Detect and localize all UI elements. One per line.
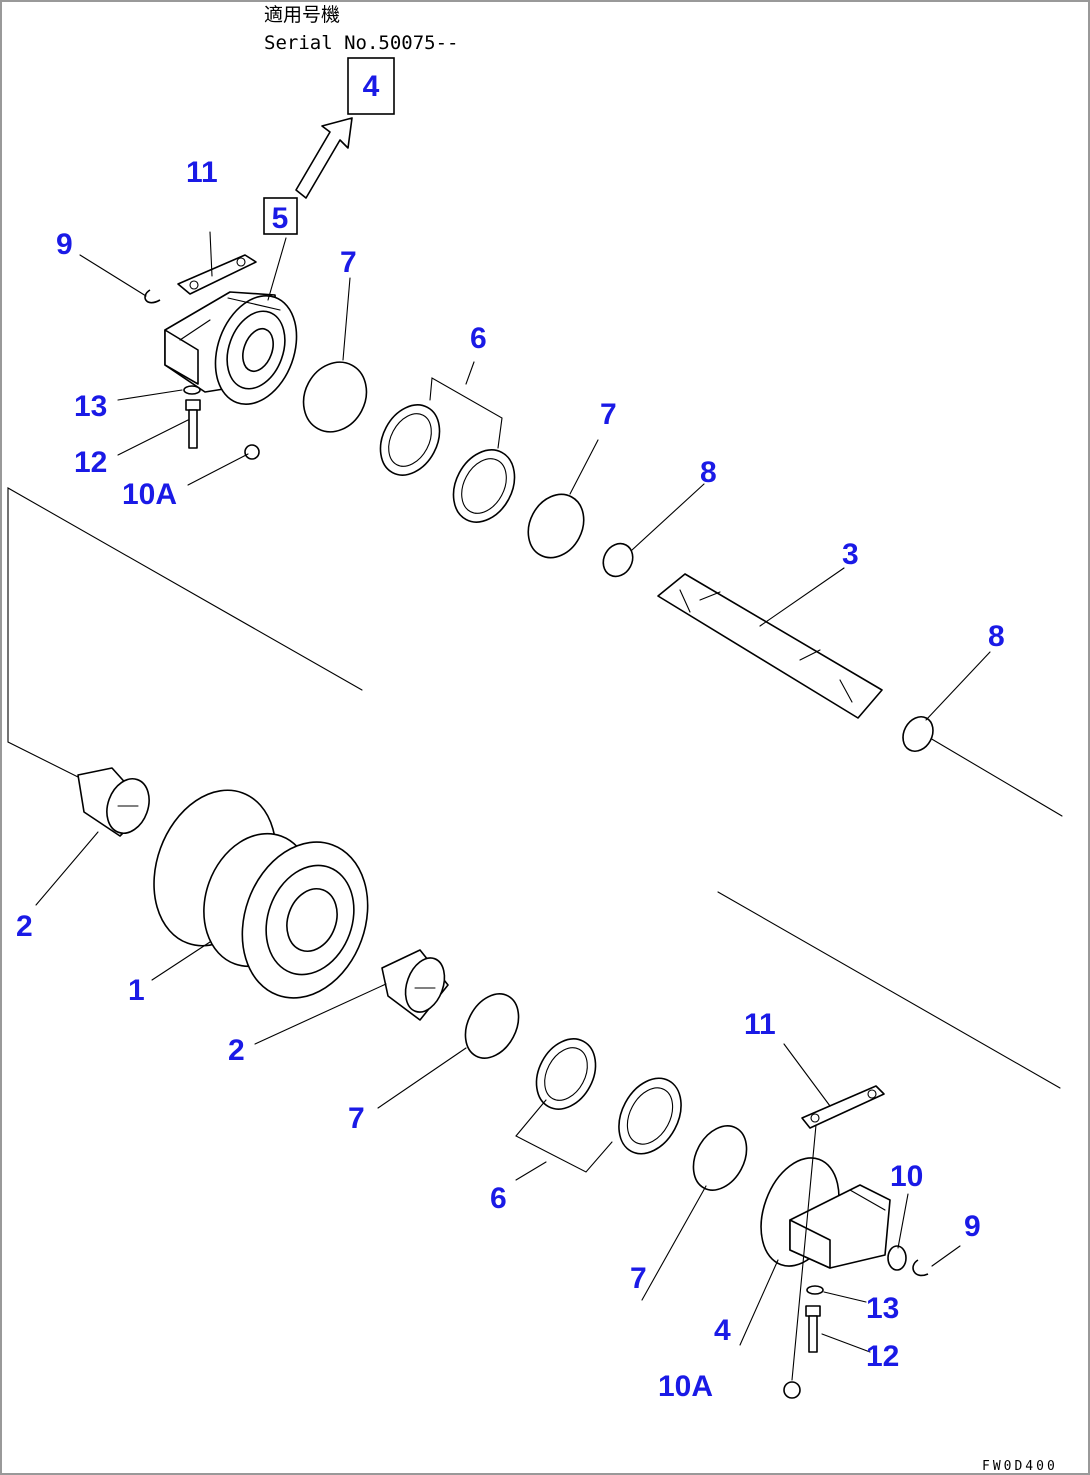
upper-collar[interactable] xyxy=(164,284,311,415)
callout-10a-upper[interactable]: 10A xyxy=(122,478,177,511)
lower-plug-10a[interactable] xyxy=(783,1381,801,1399)
callout-7-upper-a[interactable]: 7 xyxy=(340,246,357,279)
callout-13-upper[interactable]: 13 xyxy=(74,390,107,423)
lower-washer[interactable] xyxy=(806,1285,824,1295)
track-roller[interactable] xyxy=(133,773,389,1016)
callout-7-lower-b[interactable]: 7 xyxy=(630,1262,647,1295)
callout-9-upper[interactable]: 9 xyxy=(56,228,73,261)
lower-collar[interactable] xyxy=(747,1147,891,1277)
callout-3[interactable]: 3 xyxy=(842,538,859,571)
callout-12-upper[interactable]: 12 xyxy=(74,446,107,479)
lower-ring-clip[interactable] xyxy=(912,1259,929,1277)
axis-lines xyxy=(7,487,1063,1089)
reference-box-4-label: 4 xyxy=(363,70,380,103)
left-bushing[interactable] xyxy=(77,767,156,839)
lower-floating-seal[interactable] xyxy=(525,1029,694,1165)
lower-o-ring-b[interactable] xyxy=(683,1117,757,1200)
reference-box-4[interactable]: 4 xyxy=(347,57,395,115)
callout-10a-lower[interactable]: 10A xyxy=(658,1370,713,1403)
reference-box-5[interactable]: 5 xyxy=(263,197,298,235)
callout-7-lower-a[interactable]: 7 xyxy=(348,1102,365,1135)
upper-plug[interactable] xyxy=(244,444,260,460)
callout-9-lower[interactable]: 9 xyxy=(964,1210,981,1243)
upper-bolt[interactable] xyxy=(185,399,201,449)
upper-plug-ring[interactable] xyxy=(598,538,639,581)
callout-8-upper[interactable]: 8 xyxy=(700,456,717,489)
callout-11-upper[interactable]: 11 xyxy=(186,156,218,189)
callout-2-left[interactable]: 2 xyxy=(16,910,33,943)
callout-12-lower[interactable]: 12 xyxy=(866,1340,899,1373)
upper-ring-clip[interactable] xyxy=(144,289,161,304)
reference-box-5-label: 5 xyxy=(272,202,289,235)
callout-6-lower[interactable]: 6 xyxy=(490,1182,507,1215)
upper-o-ring-b[interactable] xyxy=(518,485,595,568)
callout-labels: 11 9 7 6 13 7 12 8 10A 3 8 2 1 11 2 7 10… xyxy=(16,156,1005,1403)
lower-plug-ring-a[interactable] xyxy=(897,712,939,757)
lower-bolt[interactable] xyxy=(805,1305,821,1353)
lower-o-ring-a[interactable] xyxy=(455,985,529,1068)
shaft[interactable] xyxy=(657,573,883,719)
applicable-serial-label: 適用号機 xyxy=(264,4,340,26)
upper-o-ring-a[interactable] xyxy=(292,351,379,443)
reference-arrow xyxy=(295,117,353,199)
upper-washer[interactable] xyxy=(183,385,201,395)
lower-plug[interactable] xyxy=(887,1245,907,1271)
callout-1[interactable]: 1 xyxy=(128,974,145,1007)
callout-13-lower[interactable]: 13 xyxy=(866,1292,899,1325)
drawing-code: FW0D400 xyxy=(982,1459,1058,1474)
callout-6-upper[interactable]: 6 xyxy=(470,322,487,355)
callout-7-upper-b[interactable]: 7 xyxy=(600,398,617,431)
lower-plug-leader-line xyxy=(791,1124,817,1381)
upper-plate[interactable] xyxy=(177,254,257,295)
callout-4[interactable]: 4 xyxy=(714,1314,731,1347)
lower-plate[interactable] xyxy=(801,1085,885,1129)
right-bushing[interactable] xyxy=(381,949,451,1021)
upper-floating-seal[interactable] xyxy=(369,395,527,533)
callout-8-lower[interactable]: 8 xyxy=(988,620,1005,653)
callout-2-right[interactable]: 2 xyxy=(228,1034,245,1067)
leader-lines xyxy=(35,231,991,1353)
callout-11-lower[interactable]: 11 xyxy=(744,1008,776,1041)
callout-10[interactable]: 10 xyxy=(890,1160,923,1193)
serial-number: Serial No.50075-- xyxy=(264,32,458,54)
